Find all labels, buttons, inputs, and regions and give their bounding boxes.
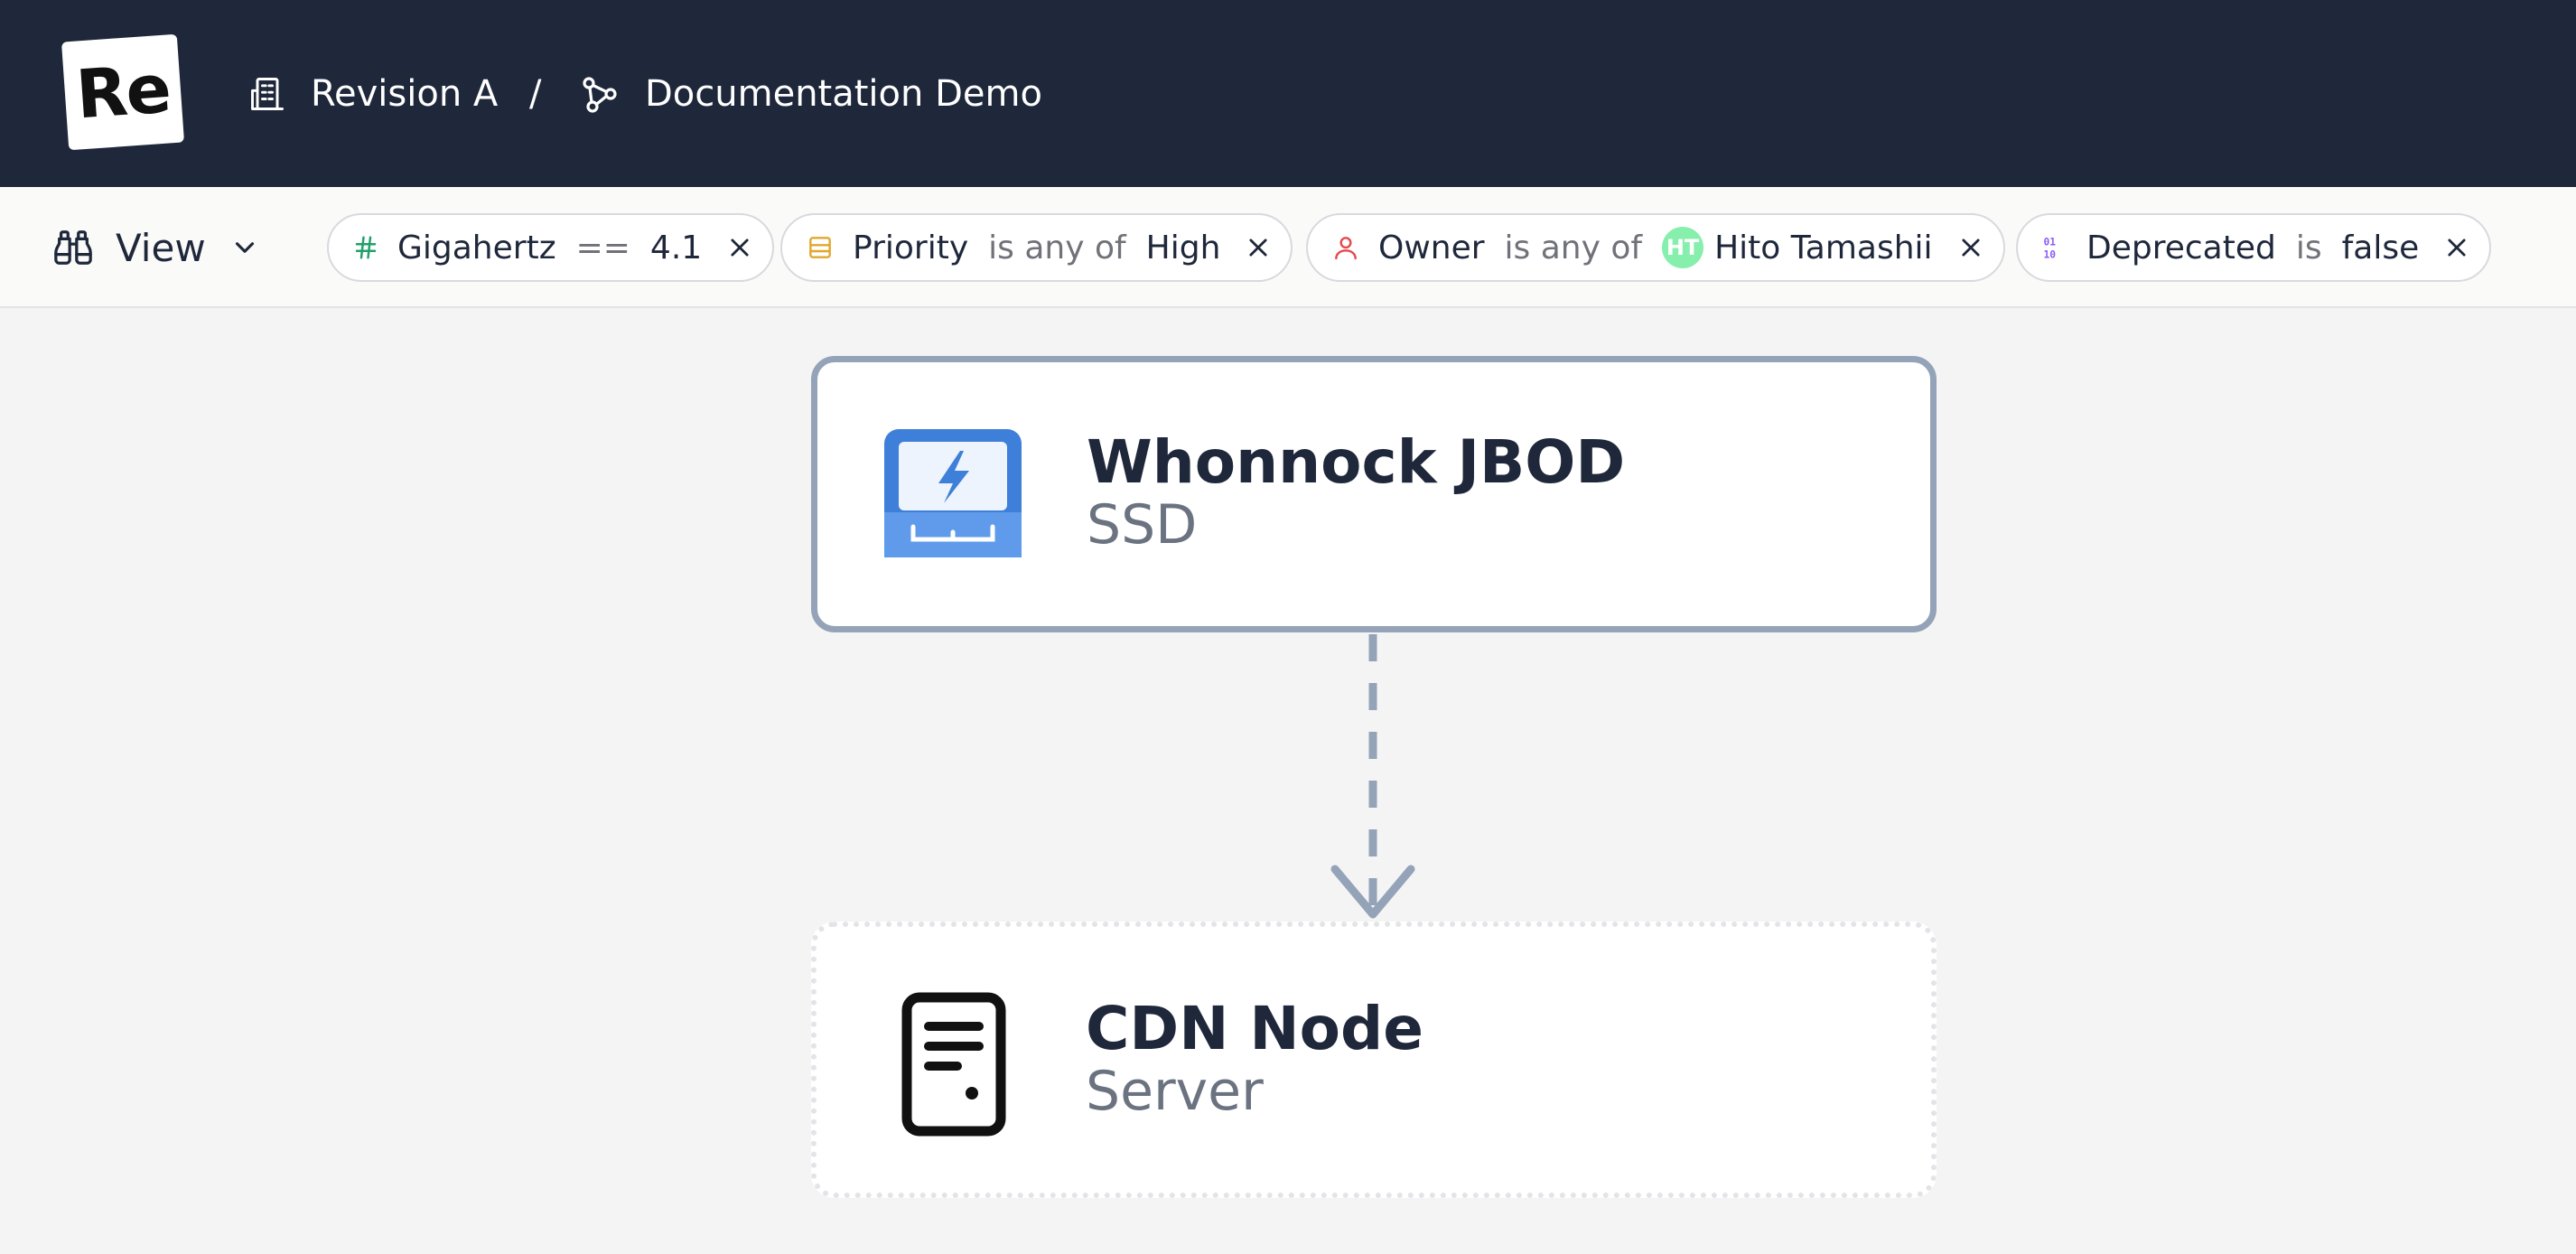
filter-value: Hito Tamashii (1714, 229, 1933, 267)
remove-filter-button[interactable] (727, 235, 752, 260)
close-icon (2448, 239, 2466, 257)
filter-field: Owner (1378, 229, 1485, 267)
remove-filter-button[interactable] (1958, 235, 1983, 260)
node-subtitle: SSD (1087, 493, 1198, 557)
filter-field: Deprecated (2086, 229, 2276, 267)
breadcrumb-label: Revision A (311, 73, 499, 115)
diagram-node-server[interactable]: CDN Node Server (811, 922, 1937, 1198)
remove-filter-button[interactable] (1246, 235, 1271, 260)
view-dropdown[interactable]: View (52, 220, 260, 276)
filter-operator: is any of (1504, 229, 1643, 267)
filter-operator: is (2295, 229, 2322, 267)
building-icon (251, 78, 284, 110)
breadcrumb-label: Documentation Demo (645, 73, 1042, 115)
filter-operator: is any of (988, 229, 1126, 267)
close-icon (1961, 239, 1980, 257)
filter-value: false (2341, 229, 2420, 267)
diagram-node-ssd[interactable]: Whonnock JBOD SSD (811, 356, 1937, 632)
filter-value: 4.1 (649, 229, 703, 267)
filter-field: Priority (853, 229, 969, 267)
breadcrumb-diagram[interactable]: Documentation Demo (578, 65, 1042, 123)
node-title: CDN Node (1086, 994, 1424, 1063)
filter-chip-owner[interactable]: Owner is any of HT Hito Tamashii (1306, 213, 2005, 282)
remove-filter-button[interactable] (2444, 235, 2469, 260)
filter-field: Gigahertz (397, 229, 556, 267)
filter-chip-priority[interactable]: Priority is any of High (780, 213, 1293, 282)
avatar: HT (1662, 227, 1704, 268)
binary-icon: 01 10 (2044, 237, 2057, 261)
filter-chip-deprecated[interactable]: 01 10 Deprecated is false (2016, 213, 2492, 282)
svg-text:01: 01 (2044, 237, 2057, 248)
hash-icon (355, 236, 377, 259)
view-label: View (116, 225, 206, 270)
user-icon (1335, 237, 1357, 260)
share-nodes-icon (583, 77, 617, 113)
breadcrumb-separator: / (529, 73, 542, 115)
edge-arrowhead (1330, 865, 1415, 919)
close-icon (1249, 239, 1267, 257)
breadcrumb-revision[interactable]: Revision A (247, 65, 498, 123)
filter-operator: == (575, 229, 630, 267)
binoculars-icon (54, 230, 92, 265)
svg-text:10: 10 (2044, 248, 2057, 260)
close-icon (731, 239, 749, 257)
node-title: Whonnock JBOD (1087, 427, 1626, 497)
filter-bar: View Gigahertz == 4.1 Priority is any of… (0, 187, 2576, 308)
ssd-icon (884, 429, 1022, 557)
top-bar: Re Revision A / Documentation Demo (0, 0, 2576, 187)
server-icon (901, 992, 1006, 1137)
list-icon (809, 237, 831, 258)
node-subtitle: Server (1086, 1060, 1264, 1123)
filter-chip-gigahertz[interactable]: Gigahertz == 4.1 (327, 213, 775, 282)
filter-value: High (1145, 229, 1221, 267)
chevron-down-icon (235, 242, 254, 253)
